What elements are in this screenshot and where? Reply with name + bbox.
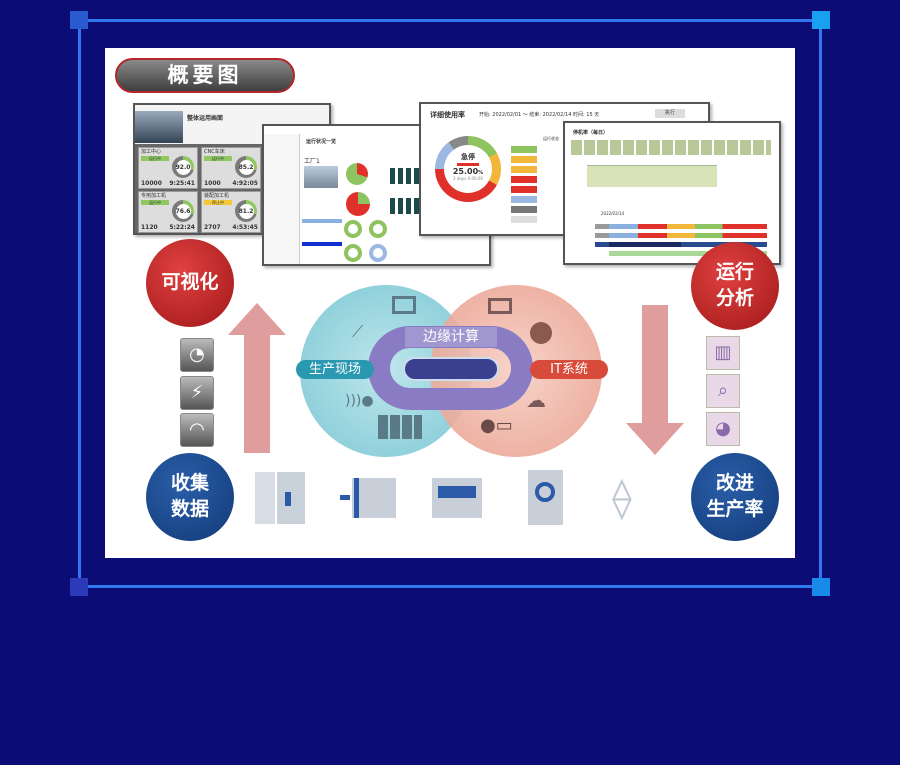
- edge-bar: [403, 357, 499, 381]
- bar-chart-icon: ▥: [706, 336, 740, 370]
- pie-chart-icon: ◕: [706, 412, 740, 446]
- frame-corner: [70, 578, 88, 596]
- frame-corner: [812, 11, 830, 29]
- frame-right: [819, 19, 822, 588]
- run-button[interactable]: 执行: [655, 109, 685, 118]
- downtime-screenshot: 停机率（每日） 2022/02/14: [563, 121, 781, 265]
- production-site-label: 生产现场: [296, 360, 374, 379]
- frame-bottom: [78, 585, 822, 588]
- analyze-circle: 运行分析: [691, 242, 779, 330]
- lightning-icon: ⚡: [180, 376, 214, 410]
- donut-chart: 急停 25.00% 3 days 0:00:00: [435, 136, 501, 202]
- server-icon: [488, 298, 512, 314]
- collect-data-circle: 收集数据: [146, 453, 234, 541]
- frame-top: [78, 19, 822, 22]
- edge-computing-label: 边缘计算: [405, 327, 497, 347]
- screen3-title: 详细使用率: [430, 111, 465, 119]
- improve-productivity-circle: 改进生产率: [691, 453, 779, 541]
- globe-icon: [530, 322, 552, 344]
- tree-sidebar: [264, 134, 300, 264]
- up-arrow: [228, 303, 286, 453]
- wireless-sensor-icon: )))●: [345, 393, 374, 409]
- robot-arm-icon: ⟋: [352, 322, 364, 341]
- gauge-needle-icon: ◔: [180, 338, 214, 372]
- cloud-icon: ☁: [526, 388, 546, 412]
- valve-equipment-icon: [340, 478, 396, 518]
- status-legend: 运行状态: [511, 134, 559, 224]
- frame-left: [78, 19, 81, 588]
- user-computer-icon: ●▭: [480, 415, 513, 436]
- speedometer-icon: ◠: [180, 413, 214, 447]
- pie-chart: [346, 192, 370, 216]
- tablet-icon: [392, 296, 416, 314]
- cnc-machine-icon: [432, 478, 482, 518]
- screen2-title: 运行状况一览: [306, 139, 337, 145]
- cabinet-equipment-icon: [255, 472, 305, 524]
- machine-icon: [378, 415, 422, 439]
- pie-chart: [346, 163, 368, 185]
- controller-box-icon: [528, 470, 563, 525]
- frame-corner: [70, 11, 88, 29]
- building-photo: [135, 111, 183, 143]
- frame-corner: [812, 578, 830, 596]
- screen4-date: 2022/02/14: [601, 211, 625, 216]
- it-system-label: IT系统: [530, 360, 608, 379]
- down-arrow: [626, 305, 684, 455]
- start-date[interactable]: 2022/02/01: [492, 112, 522, 118]
- visualize-circle: 可视化: [146, 239, 234, 327]
- magnifier-icon: ⌕: [706, 374, 740, 408]
- date-range: 开始: 2022/02/01 ～ 结束: 2022/02/14 时间: 15 天: [479, 112, 600, 118]
- screen1-title: 整体运用画面: [187, 115, 224, 122]
- factory-label: 工厂1: [304, 158, 320, 165]
- overview-title: 概要图: [115, 58, 295, 93]
- robot-arm-equipment-icon: ⟠: [612, 475, 632, 521]
- screen4-title: 停机率（每日）: [573, 130, 609, 136]
- end-date[interactable]: 2022/02/14: [542, 112, 572, 118]
